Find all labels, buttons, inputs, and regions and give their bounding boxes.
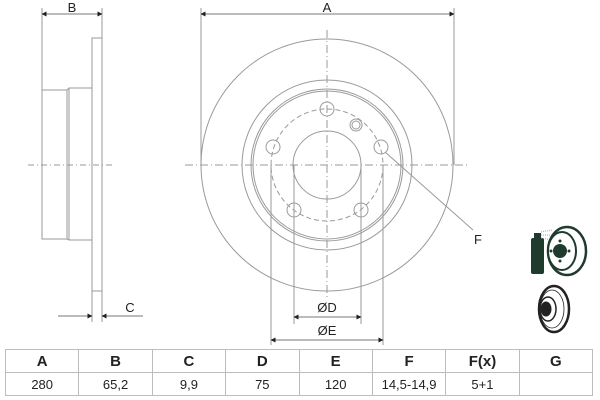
front-view xyxy=(185,8,474,345)
spec-value-b: 65,2 xyxy=(78,372,153,396)
specification-table: A B C D E F F(x) G 280 65,2 9,9 75 120 1… xyxy=(4,349,594,396)
spec-value-c: 9,9 xyxy=(151,372,227,396)
spec-value-fx: 5+1 xyxy=(445,372,520,396)
spec-header-row: A B C D E F F(x) G xyxy=(4,349,594,373)
spray-coated-disc-icon xyxy=(531,225,588,277)
technical-drawing: B C xyxy=(28,0,588,345)
spec-header-f: F xyxy=(371,349,447,373)
spec-header-c: C xyxy=(151,349,227,373)
spec-header-e: E xyxy=(298,349,373,373)
dimension-d-label: ØD xyxy=(317,300,337,315)
brake-disc-perspective-icon xyxy=(537,284,571,334)
spec-header-d: D xyxy=(225,349,300,373)
dimension-a-label: A xyxy=(323,0,332,15)
spec-value-row: 280 65,2 9,9 75 120 14,5-14,9 5+1 xyxy=(4,372,594,396)
spec-header-g: G xyxy=(518,349,594,373)
spec-header-b: B xyxy=(78,349,153,373)
spec-value-e: 120 xyxy=(298,372,373,396)
spec-value-d: 75 xyxy=(225,372,300,396)
dimension-c-label: C xyxy=(125,300,134,315)
spec-header-a: A xyxy=(4,349,80,373)
spec-value-g xyxy=(518,372,594,396)
dimension-b-label: B xyxy=(68,0,77,15)
side-view xyxy=(28,8,143,322)
bolt-hole-label: F xyxy=(474,232,482,247)
spec-value-f: 14,5-14,9 xyxy=(371,372,447,396)
dimension-e-label: ØE xyxy=(318,323,337,338)
spec-header-fx: F(x) xyxy=(445,349,520,373)
spec-value-a: 280 xyxy=(4,372,80,396)
